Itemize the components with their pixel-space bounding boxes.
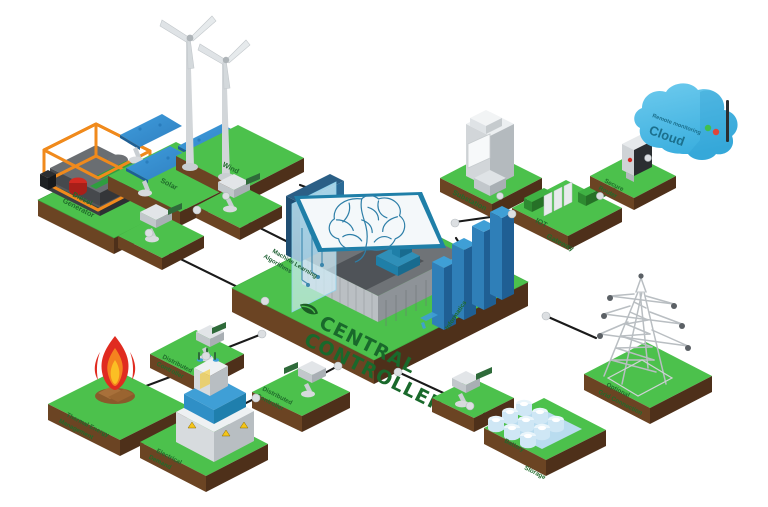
battery-cells-icon [488,399,582,449]
brain-monitor-icon [294,192,446,276]
node-battery-storage[interactable]: Battery Storage [484,398,606,481]
platform-tile [196,184,282,240]
wind-turbine-icon [159,15,251,181]
node-optional-grid-connection[interactable]: Optional Grid Connection [584,273,712,424]
informatics-bar-chart-icon [420,206,514,330]
router-icon [622,135,652,182]
node-electrical-demand[interactable]: Electrical Demand [140,348,268,507]
platform-tile [584,342,712,424]
hmi-cabinet-icon [466,110,514,196]
flame-icon [94,336,136,404]
sensor-relay-icon [284,361,326,398]
antenna-icon [726,100,729,142]
node-substation-hmi[interactable]: Substation HMI [440,0,542,243]
sensor-relay-icon [218,173,260,213]
distributed-controller-dc-battery[interactable] [432,367,514,432]
cable-connector-nodes [144,154,652,411]
distributed-controller-dc-bottom[interactable]: Distributed Controller [252,361,350,432]
node-secure-router[interactable]: Secure Router [590,135,676,210]
cloud-status-dots [704,124,720,136]
distributed-controller-dc-top-1[interactable] [118,203,204,270]
sensor-relay-icon [452,367,492,408]
cloud-icon [634,83,738,160]
hazard-icon [187,421,249,437]
gear-leaf-icon [299,303,318,315]
platform-tile [432,378,514,432]
cloud-remote-monitoring[interactable]: Remote monitoring Cloud [634,83,738,160]
transmission-tower-icon [597,273,691,397]
distributed-controller-dc-top-2[interactable] [196,173,282,240]
node-wind[interactable]: Wind [159,15,304,204]
platform-tile [48,370,188,456]
platform-tile [252,368,350,432]
transformer-icon [176,348,254,462]
node-thermal-energy-management[interactable]: Thermal Energy Management [48,336,188,456]
platform-tile [118,214,204,270]
central-controller[interactable]: Machine Learning Algorithms [231,174,529,417]
